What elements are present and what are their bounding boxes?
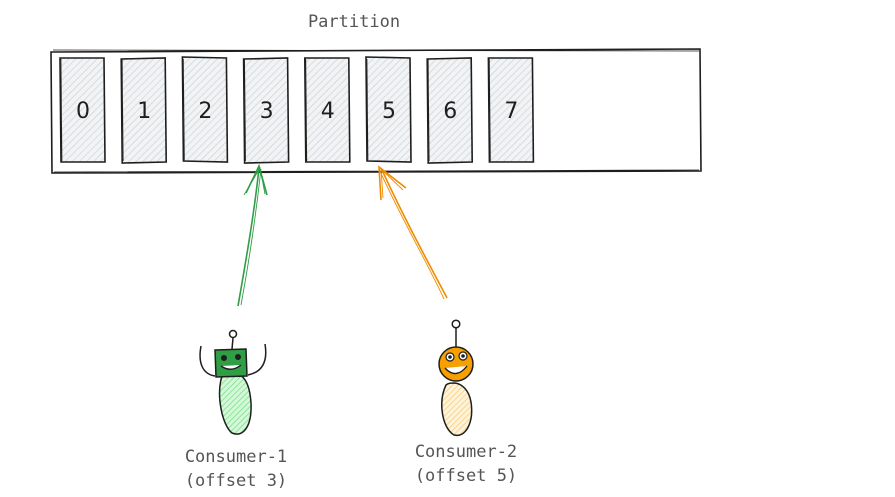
consumer-2-offset: (offset 5) (415, 466, 517, 486)
consumer-2-name: Consumer-2 (415, 442, 517, 462)
partition-slot-label: 1 (137, 99, 151, 124)
partition-slot-label: 2 (198, 99, 212, 124)
partition-slot-3: 3 (242, 57, 290, 164)
partition-slot-7: 7 (487, 57, 535, 163)
partition-slots: 0 1 2 3 4 5 6 7 (59, 56, 535, 164)
consumer-2-robot-icon (438, 319, 474, 437)
partition-slot-label: 0 (76, 99, 90, 124)
consumer-1-arrow (237, 163, 268, 307)
partition-slot-4: 4 (303, 57, 351, 163)
partition-slot-0: 0 (59, 57, 106, 163)
partition-slot-label: 4 (321, 99, 335, 124)
consumer-2-arrow (378, 165, 448, 300)
consumer-1-offset: (offset 3) (185, 471, 287, 491)
partition-slot-label: 6 (443, 99, 457, 124)
partition-slot-5: 5 (365, 56, 412, 163)
consumer-1-name: Consumer-1 (185, 447, 287, 467)
partition-slot-label: 3 (260, 99, 274, 124)
consumer-1-robot-icon (199, 329, 267, 435)
partition-slot-2: 2 (181, 56, 229, 163)
partition-slot-6: 6 (426, 57, 474, 164)
partition-slot-label: 5 (382, 99, 396, 124)
partition-slot-1: 1 (120, 57, 168, 164)
partition-title: Partition (308, 12, 400, 32)
partition-slot-label: 7 (504, 99, 518, 124)
